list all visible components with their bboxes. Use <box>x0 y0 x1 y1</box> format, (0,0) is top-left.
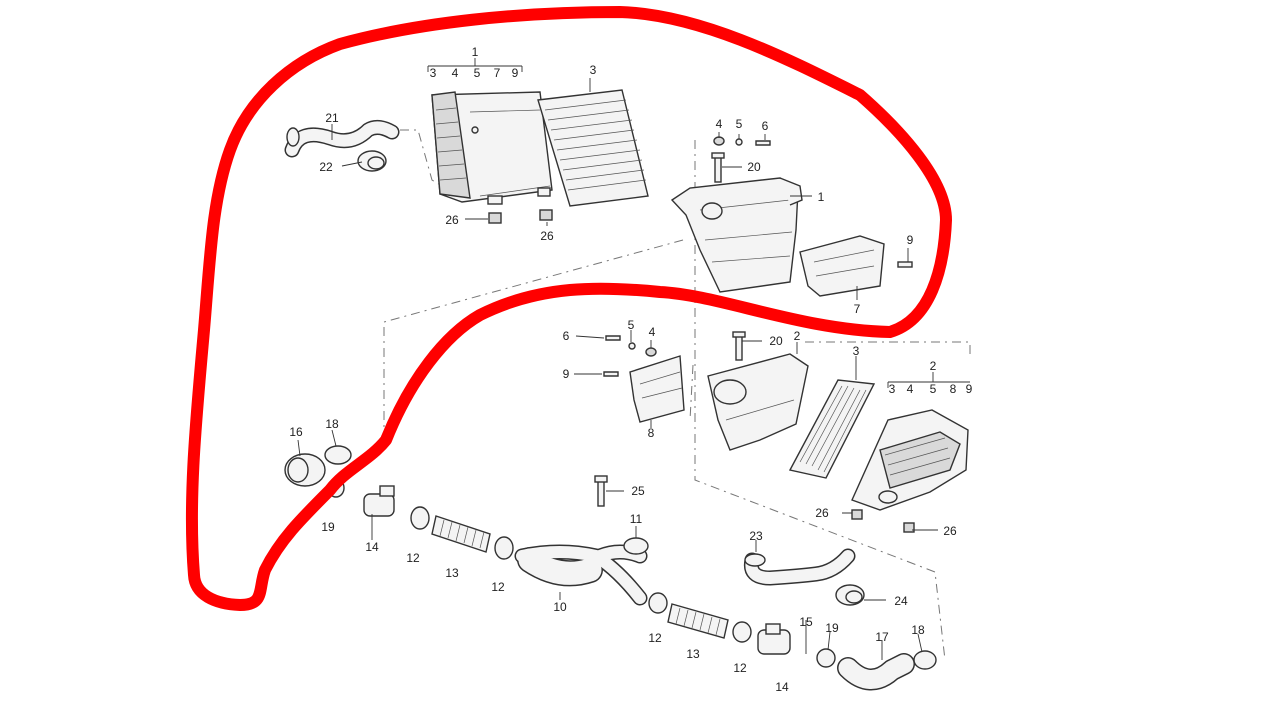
callout-11: 11 <box>630 512 643 526</box>
callout-1-right: 1 <box>818 190 825 204</box>
callout-26-a: 26 <box>445 213 459 227</box>
air-box-housing-top <box>431 91 553 205</box>
bellows-13-left <box>431 515 491 553</box>
callout-15: 15 <box>799 615 813 629</box>
callout-14-left: 14 <box>365 540 379 554</box>
ring-22 <box>357 150 387 172</box>
air-filter-element-top <box>537 89 649 207</box>
callout-2-sub-c: 5 <box>930 382 937 396</box>
leader-lines <box>297 58 970 660</box>
callout-3-mid: 3 <box>853 344 860 358</box>
callout-9-top: 9 <box>907 233 914 247</box>
bracket-8 <box>629 355 685 423</box>
sensor-14-right <box>757 623 791 655</box>
callout-2-sub-a: 3 <box>889 382 896 396</box>
callout-16: 16 <box>289 425 303 439</box>
callout-19-left: 19 <box>321 520 335 534</box>
clamp-18-right <box>913 650 937 670</box>
callout-6-mid: 6 <box>563 329 570 343</box>
callout-10: 10 <box>553 600 567 614</box>
clamp-12b <box>494 536 514 560</box>
callout-14-right: 14 <box>775 680 789 694</box>
callout-7: 7 <box>854 302 861 316</box>
callout-2-mid: 2 <box>794 329 801 343</box>
air-box-cover-top <box>670 177 803 293</box>
callout-26-b: 26 <box>540 229 554 243</box>
clamp-15-19 <box>816 648 836 668</box>
air-filter-element-mid <box>788 379 876 479</box>
y-pipe-10 <box>514 544 648 606</box>
callout-13-left: 13 <box>445 566 459 580</box>
sensor-14-left <box>363 485 395 517</box>
callout-18-left: 18 <box>325 417 339 431</box>
callout-2-sub-b: 4 <box>907 382 914 396</box>
callout-2-sub-e: 9 <box>966 382 973 396</box>
bolt-25 <box>594 475 608 507</box>
callout-17: 17 <box>875 630 889 644</box>
callout-12-b: 12 <box>491 580 505 594</box>
callout-12-a: 12 <box>406 551 420 565</box>
callout-1-sub-a: 3 <box>430 66 437 80</box>
callout-5-top: 5 <box>736 117 743 131</box>
elbow-17 <box>837 653 915 691</box>
clamp-18-left <box>324 445 352 465</box>
callout-26-d: 26 <box>943 524 957 538</box>
red-highlight-outline <box>185 6 952 611</box>
callout-1-sub-b: 4 <box>452 66 459 80</box>
bracket-7 <box>799 235 913 297</box>
callout-3-top: 3 <box>590 63 597 77</box>
callout-13-right: 13 <box>686 647 700 661</box>
air-box-housing-right <box>851 409 969 533</box>
callout-4-top: 4 <box>716 117 723 131</box>
air-box-cover-mid <box>707 353 809 451</box>
callout-25: 25 <box>631 484 645 498</box>
callout-1-top: 1 <box>472 45 479 59</box>
callout-1-sub-d: 7 <box>494 66 501 80</box>
callout-2-sub-d: 8 <box>950 382 957 396</box>
callout-9-mid: 9 <box>563 367 570 381</box>
callout-labels: 1 3 4 5 7 9 3 21 22 26 26 4 5 6 20 1 9 7… <box>289 45 972 694</box>
hose-21 <box>284 119 400 158</box>
bellows-13-right <box>667 603 729 639</box>
callout-2-right: 2 <box>930 359 937 373</box>
coupling-16 <box>284 453 326 487</box>
callout-22: 22 <box>319 160 333 174</box>
callout-5-mid: 5 <box>628 318 635 332</box>
callout-1-sub-c: 5 <box>474 66 481 80</box>
callout-24: 24 <box>894 594 908 608</box>
callout-23: 23 <box>749 529 763 543</box>
callout-1-sub-e: 9 <box>512 66 519 80</box>
callout-12-d: 12 <box>733 661 747 675</box>
clamp-12a <box>410 506 430 530</box>
fasteners-mid <box>603 331 746 377</box>
callout-18-right: 18 <box>911 623 925 637</box>
callout-26-c: 26 <box>815 506 829 520</box>
clamp-11 <box>623 537 649 555</box>
callout-6-top: 6 <box>762 119 769 133</box>
callout-4-mid: 4 <box>649 325 656 339</box>
ring-24 <box>835 584 865 606</box>
callout-20-mid: 20 <box>769 334 783 348</box>
callout-21: 21 <box>325 111 339 125</box>
clamp-12c <box>648 592 668 614</box>
clamp-12d <box>732 621 752 643</box>
callout-20-top: 20 <box>747 160 761 174</box>
callout-8: 8 <box>648 426 655 440</box>
hose-23 <box>743 548 856 586</box>
callout-12-c: 12 <box>648 631 662 645</box>
callout-19-right: 19 <box>825 621 839 635</box>
